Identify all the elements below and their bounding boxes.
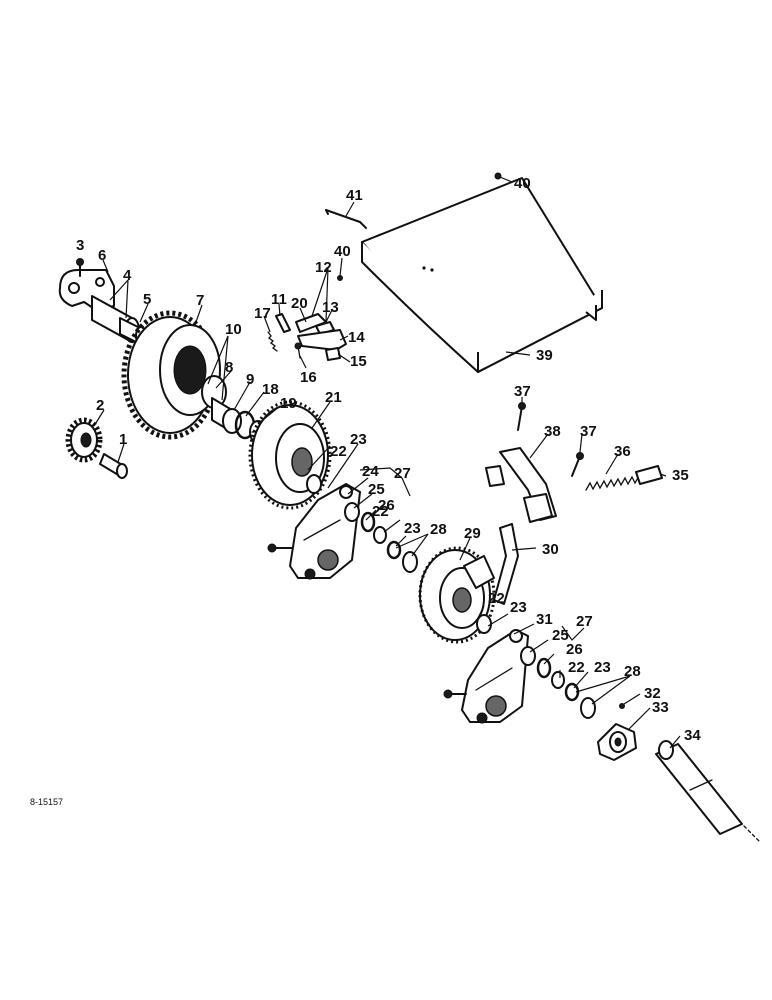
callout-25-a: 25 xyxy=(368,481,385,498)
small-gear xyxy=(65,417,103,463)
part-40-screw-mid xyxy=(337,275,343,281)
callout-40-b: 40 xyxy=(334,243,351,260)
callout-1: 1 xyxy=(119,431,127,448)
callout-7: 7 xyxy=(196,292,204,309)
callout-3: 3 xyxy=(76,237,84,254)
callout-15: 15 xyxy=(350,353,367,370)
callout-11: 11 xyxy=(271,291,287,308)
callout-34: 34 xyxy=(684,727,701,744)
callout-18: 18 xyxy=(262,381,279,398)
link-assembly xyxy=(485,465,553,523)
callout-19: 19 xyxy=(280,395,297,412)
part-33-bearing xyxy=(597,723,637,761)
ring-stack-lower xyxy=(476,614,596,719)
callout-27-b: 27 xyxy=(576,613,593,630)
callout-20: 20 xyxy=(291,295,308,312)
part-15-clip xyxy=(325,347,341,361)
callout-26-a: 26 xyxy=(378,497,395,514)
callout-38: 38 xyxy=(544,423,561,440)
part-3-screw xyxy=(76,258,84,277)
pawl-bracket-lower xyxy=(443,629,529,724)
callout-labels: 1 2 3 4 5 6 7 8 9 10 11 12 13 14 15 16 1… xyxy=(76,175,701,744)
callout-37-a: 37 xyxy=(514,383,531,400)
callout-24: 24 xyxy=(362,463,379,480)
part-1-pin xyxy=(99,453,128,479)
part-30-arm xyxy=(493,523,519,605)
callout-8: 8 xyxy=(225,359,233,376)
clutch-drum-lower xyxy=(418,546,496,644)
callout-10: 10 xyxy=(225,321,242,338)
callout-6: 6 xyxy=(98,247,106,264)
callout-4: 4 xyxy=(123,267,132,284)
callout-41: 41 xyxy=(346,187,363,204)
part-37-screw-right xyxy=(571,452,584,477)
part-32-pin xyxy=(619,703,625,709)
part-41-bracket xyxy=(325,209,367,229)
callout-14: 14 xyxy=(348,329,365,346)
leader-lines xyxy=(93,176,681,749)
callout-40-a: 40 xyxy=(514,175,531,192)
callout-33: 33 xyxy=(652,699,669,716)
part-35-hook xyxy=(635,465,663,485)
callout-35: 35 xyxy=(672,467,689,484)
callout-28-a: 28 xyxy=(430,521,447,538)
callout-26-b: 26 xyxy=(566,641,583,658)
part-17-spring xyxy=(267,331,278,352)
part-14-latch xyxy=(297,329,347,351)
part-40-screw-top xyxy=(494,172,502,180)
callout-27-a: 27 xyxy=(394,465,411,482)
callout-22-c: 22 xyxy=(488,590,505,607)
callout-2: 2 xyxy=(96,397,104,414)
callout-30: 30 xyxy=(542,541,559,558)
callout-17: 17 xyxy=(254,305,271,322)
callout-16: 16 xyxy=(300,369,317,386)
part-11-pin xyxy=(275,313,291,333)
drawing-code: 8-15157 xyxy=(30,797,63,807)
part-16-screw xyxy=(294,342,302,359)
callout-37-b: 37 xyxy=(580,423,597,440)
cover-housing xyxy=(361,177,603,373)
callout-21: 21 xyxy=(325,389,342,406)
callout-5: 5 xyxy=(143,291,151,308)
callout-23-c: 23 xyxy=(510,599,527,616)
callout-12: 12 xyxy=(315,259,332,276)
callout-23-d: 23 xyxy=(594,659,611,676)
callout-22-d: 22 xyxy=(568,659,585,676)
callout-13: 13 xyxy=(322,299,339,316)
callout-22-a: 22 xyxy=(330,443,347,460)
callout-39: 39 xyxy=(536,347,553,364)
callout-28-b: 28 xyxy=(624,663,641,680)
callout-25-b: 25 xyxy=(552,627,569,644)
large-gear xyxy=(121,310,221,440)
pawl-bracket-upper xyxy=(267,483,361,580)
callout-29: 29 xyxy=(464,525,481,542)
callout-9: 9 xyxy=(246,371,254,388)
callout-23-b: 23 xyxy=(404,520,421,537)
callout-32: 32 xyxy=(644,685,661,702)
callout-31: 31 xyxy=(536,611,553,628)
part-36-spring xyxy=(585,475,640,491)
callout-22-b: 22 xyxy=(372,503,389,520)
callout-36: 36 xyxy=(614,443,631,460)
callout-23-a: 23 xyxy=(350,431,367,448)
part-37-screw-top xyxy=(517,402,526,431)
part-34-shaft xyxy=(655,740,761,843)
